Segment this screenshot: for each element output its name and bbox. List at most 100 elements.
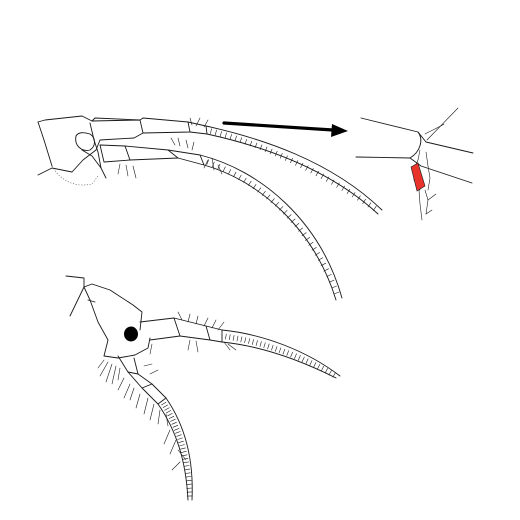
segment-mark [308, 242, 314, 246]
segment-mark [300, 162, 304, 169]
segment-mark [290, 351, 293, 358]
segment-mark [282, 348, 286, 355]
segment-mark [313, 362, 317, 368]
segment-mark [286, 350, 290, 356]
segment-mark [170, 418, 176, 422]
segment-mark [310, 168, 314, 174]
segment-mark [279, 206, 284, 211]
segment-mark [301, 232, 307, 236]
segment-mark [224, 132, 227, 139]
segment-mark [252, 184, 257, 189]
segment-mark [210, 128, 212, 134]
segment-mark [172, 424, 179, 428]
segment-mark [279, 153, 283, 159]
segment-mark [233, 171, 237, 178]
lower-segment-marks [161, 333, 336, 497]
segment-mark [325, 176, 330, 182]
lower-peduncle [117, 317, 223, 405]
segment-mark [305, 165, 309, 171]
segment-mark [290, 218, 296, 223]
segment-mark [267, 343, 270, 350]
segment-mark [314, 252, 320, 256]
segment-mark [234, 135, 237, 142]
segment-mark [301, 356, 305, 363]
segment-mark [311, 247, 317, 251]
eye [124, 326, 138, 342]
segment-mark [180, 450, 187, 453]
segment-mark [326, 274, 332, 277]
segment-mark [244, 337, 247, 344]
segment-mark [305, 237, 311, 241]
segment-mark [286, 214, 292, 219]
segment-mark [252, 339, 254, 345]
segment-mark [323, 268, 329, 272]
segment-mark [183, 465, 190, 467]
upper-antenna-1-flagellum [205, 125, 383, 215]
segment-mark [184, 472, 191, 474]
segment-mark [259, 341, 262, 347]
segment-mark [271, 344, 274, 351]
segment-mark [372, 205, 377, 211]
lower-antenna-1-flagellum [221, 329, 341, 379]
segment-mark [362, 198, 366, 204]
segment-mark [185, 479, 192, 482]
segment-mark [243, 177, 247, 183]
segment-mark [263, 342, 266, 349]
segment-mark [239, 137, 242, 143]
segment-mark [320, 262, 327, 267]
segment-mark [162, 404, 168, 408]
segment-mark [179, 444, 185, 447]
segment-mark [320, 365, 325, 372]
segment-mark [168, 415, 175, 419]
segment-mark [332, 372, 336, 378]
segment-mark [320, 173, 324, 179]
segment-mark [328, 279, 335, 283]
segment-mark [186, 483, 192, 485]
segment-mark [164, 407, 170, 411]
segment-mark [236, 335, 239, 342]
segment-mark [225, 333, 227, 340]
segment-mark [328, 370, 332, 376]
segment-mark [180, 447, 186, 450]
segment-mark [176, 434, 182, 437]
segment-mark [269, 148, 273, 155]
segment-mark [222, 166, 226, 172]
segment-mark [324, 368, 328, 374]
segment-mark [341, 185, 345, 191]
segment-mark [367, 202, 372, 208]
segment-mark [274, 150, 278, 157]
segment-mark [173, 428, 180, 431]
segment-mark [284, 155, 288, 161]
segment-mark [228, 169, 231, 175]
upper-setae [117, 117, 223, 179]
right-arrow-icon [222, 121, 348, 137]
segment-mark [232, 334, 235, 341]
upper-segment-marks [206, 128, 377, 295]
segment-mark [336, 182, 340, 188]
lower-antenna-2-flagellum [157, 397, 193, 501]
segment-mark [297, 355, 301, 361]
segment-mark [283, 210, 288, 215]
segment-mark [305, 358, 309, 364]
segment-mark [175, 431, 181, 434]
segment-mark [219, 131, 222, 137]
segment-mark [184, 468, 191, 471]
segment-mark [238, 174, 242, 180]
segment-mark [278, 347, 282, 354]
segment-mark [255, 340, 258, 346]
segment-mark [229, 334, 231, 341]
segment-mark [257, 187, 262, 193]
lower-setae [97, 311, 237, 471]
segment-mark [248, 180, 252, 186]
segment-mark [357, 195, 361, 201]
segment-mark [249, 140, 253, 147]
segment-mark [183, 461, 189, 464]
highlighted-segment [410, 162, 426, 192]
segment-mark [294, 353, 297, 359]
segment-mark [309, 360, 313, 366]
segment-mark [248, 338, 250, 344]
enlarged-segment-detail [355, 107, 474, 221]
segment-mark [346, 188, 351, 194]
segment-mark [290, 157, 293, 164]
